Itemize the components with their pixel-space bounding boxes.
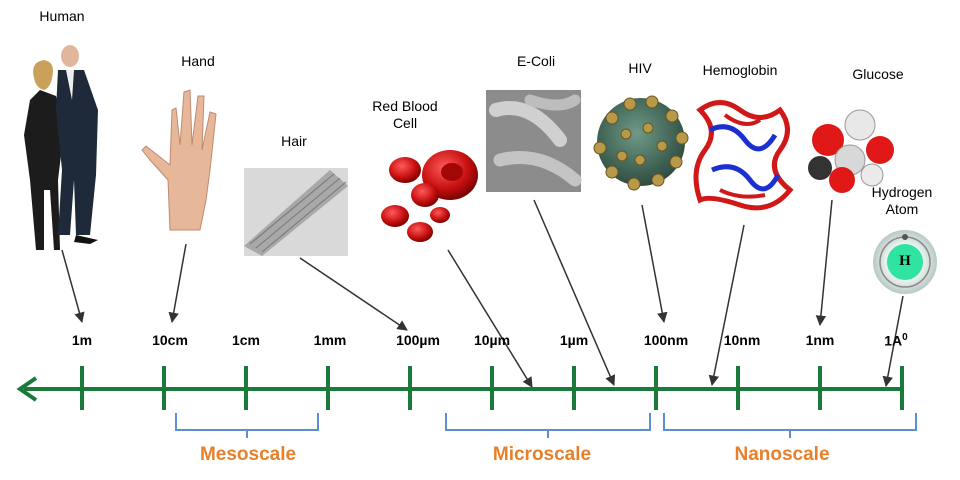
arrow-hand xyxy=(168,243,187,324)
label-hiv: HIV xyxy=(628,60,652,76)
arrow-rbc xyxy=(447,249,533,388)
label-hair: Hair xyxy=(281,133,307,149)
bracket-mesoscale xyxy=(175,413,319,438)
red-blood-cell-image xyxy=(381,150,478,242)
label-hydrogen-atom: Hydrogen Atom xyxy=(871,184,933,217)
label-microscale: Microscale xyxy=(492,444,592,465)
tick-label-1nm: 1nm xyxy=(805,332,835,348)
tick-label-100nm: 100nm xyxy=(643,332,689,348)
arrow-hydrogen xyxy=(882,295,904,388)
hair-image xyxy=(244,168,348,256)
hydrogen-atom-image xyxy=(873,230,937,294)
label-red-blood-cell: Red Blood Cell xyxy=(372,98,438,131)
arrow-hemoglobin xyxy=(708,224,745,387)
axis-arrowhead xyxy=(16,376,38,402)
tick-label-1a-base: 1A xyxy=(884,332,903,349)
tick-label-1um: 1µm xyxy=(559,332,589,348)
tick-label-10cm: 10cm xyxy=(152,332,188,348)
axis-ticks xyxy=(80,366,904,410)
arrow-hiv xyxy=(641,204,668,324)
label-hemoglobin: Hemoglobin xyxy=(702,62,778,78)
tick-label-1m: 1m xyxy=(71,332,93,348)
arrow-ecoli xyxy=(533,199,616,386)
hand-image xyxy=(141,89,217,231)
bracket-microscale xyxy=(445,413,651,438)
tick-label-10um: 10µm xyxy=(473,332,511,348)
label-ecoli: E-Coli xyxy=(516,53,556,69)
hiv-image xyxy=(593,95,689,191)
arrow-human xyxy=(61,249,85,324)
label-nanoscale: Nanoscale xyxy=(734,444,830,465)
human-image xyxy=(24,45,98,250)
tick-label-1mm: 1mm xyxy=(313,332,347,348)
arrow-hair xyxy=(299,257,408,331)
tick-label-10nm: 10nm xyxy=(723,332,761,348)
glucose-image xyxy=(808,109,894,193)
arrow-glucose xyxy=(815,199,833,327)
bracket-nanoscale xyxy=(663,413,917,438)
hydrogen-symbol: H xyxy=(899,253,911,269)
tick-label-1cm: 1cm xyxy=(231,332,261,348)
tick-label-1a-superscript: 0 xyxy=(902,332,908,343)
label-hand: Hand xyxy=(181,53,215,69)
tick-label-1a: 1A0 xyxy=(856,332,936,349)
ecoli-image xyxy=(486,90,582,192)
label-mesoscale: Mesoscale xyxy=(199,444,297,465)
label-human: Human xyxy=(39,8,85,24)
label-glucose: Glucose xyxy=(852,66,904,82)
tick-label-100um: 100µm xyxy=(396,332,440,348)
hemoglobin-image xyxy=(693,100,794,211)
